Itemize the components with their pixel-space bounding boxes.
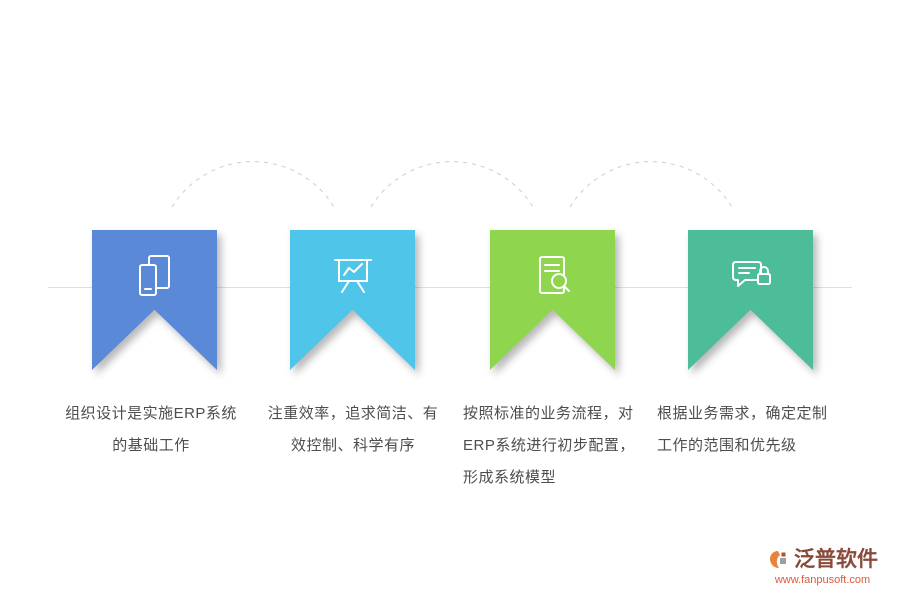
ribbon-step-2 — [290, 230, 415, 370]
horizontal-axis-line — [48, 287, 852, 288]
caption-line: ERP系统进行初步配置， — [463, 437, 635, 454]
ribbon-step-1 — [92, 230, 217, 370]
caption-line: 注重效率，追求简洁、有 — [267, 405, 439, 422]
caption-line: 的基础工作 — [112, 437, 190, 454]
caption-line: 工作的范围和优先级 — [657, 437, 797, 454]
mobile-devices-icon — [138, 255, 170, 296]
caption-line: 根据业务需求，确定定制 — [657, 405, 828, 422]
document-search-icon — [538, 256, 570, 294]
fanpu-logo-icon — [770, 551, 786, 568]
caption-step-2: 注重效率，追求简洁、有 效控制、科学有序 — [260, 398, 446, 462]
caption-step-4: 根据业务需求，确定定制 工作的范围和优先级 — [657, 398, 843, 462]
caption-step-1: 组织设计是实施ERP系统 的基础工作 — [58, 398, 244, 462]
ribbon-shape-3 — [490, 230, 615, 370]
presentation-chart-icon — [333, 259, 372, 293]
ribbon-shape-2 — [290, 230, 415, 370]
caption-line: 按照标准的业务流程，对 — [463, 405, 634, 422]
chat-lock-icon — [731, 261, 771, 287]
arc-3-4 — [569, 161, 733, 208]
ribbon-step-3 — [490, 230, 615, 370]
caption-line: 形成系统模型 — [463, 469, 557, 486]
brand-footer: 泛普软件 www.fanpusoft.com — [767, 548, 878, 586]
brand-url: www.fanpusoft.com — [774, 574, 871, 586]
ribbon-shape-4 — [688, 230, 813, 370]
arc-1-2 — [171, 161, 335, 208]
caption-line: 效控制、科学有序 — [290, 437, 415, 454]
ribbon-step-4 — [688, 230, 813, 370]
brand-name: 泛普软件 — [794, 548, 878, 571]
ribbon-shape-1 — [92, 230, 217, 370]
caption-step-3: 按照标准的业务流程，对 ERP系统进行初步配置， 形成系统模型 — [463, 398, 649, 494]
arc-2-3 — [370, 161, 534, 208]
caption-line: 组织设计是实施ERP系统 — [65, 405, 237, 422]
